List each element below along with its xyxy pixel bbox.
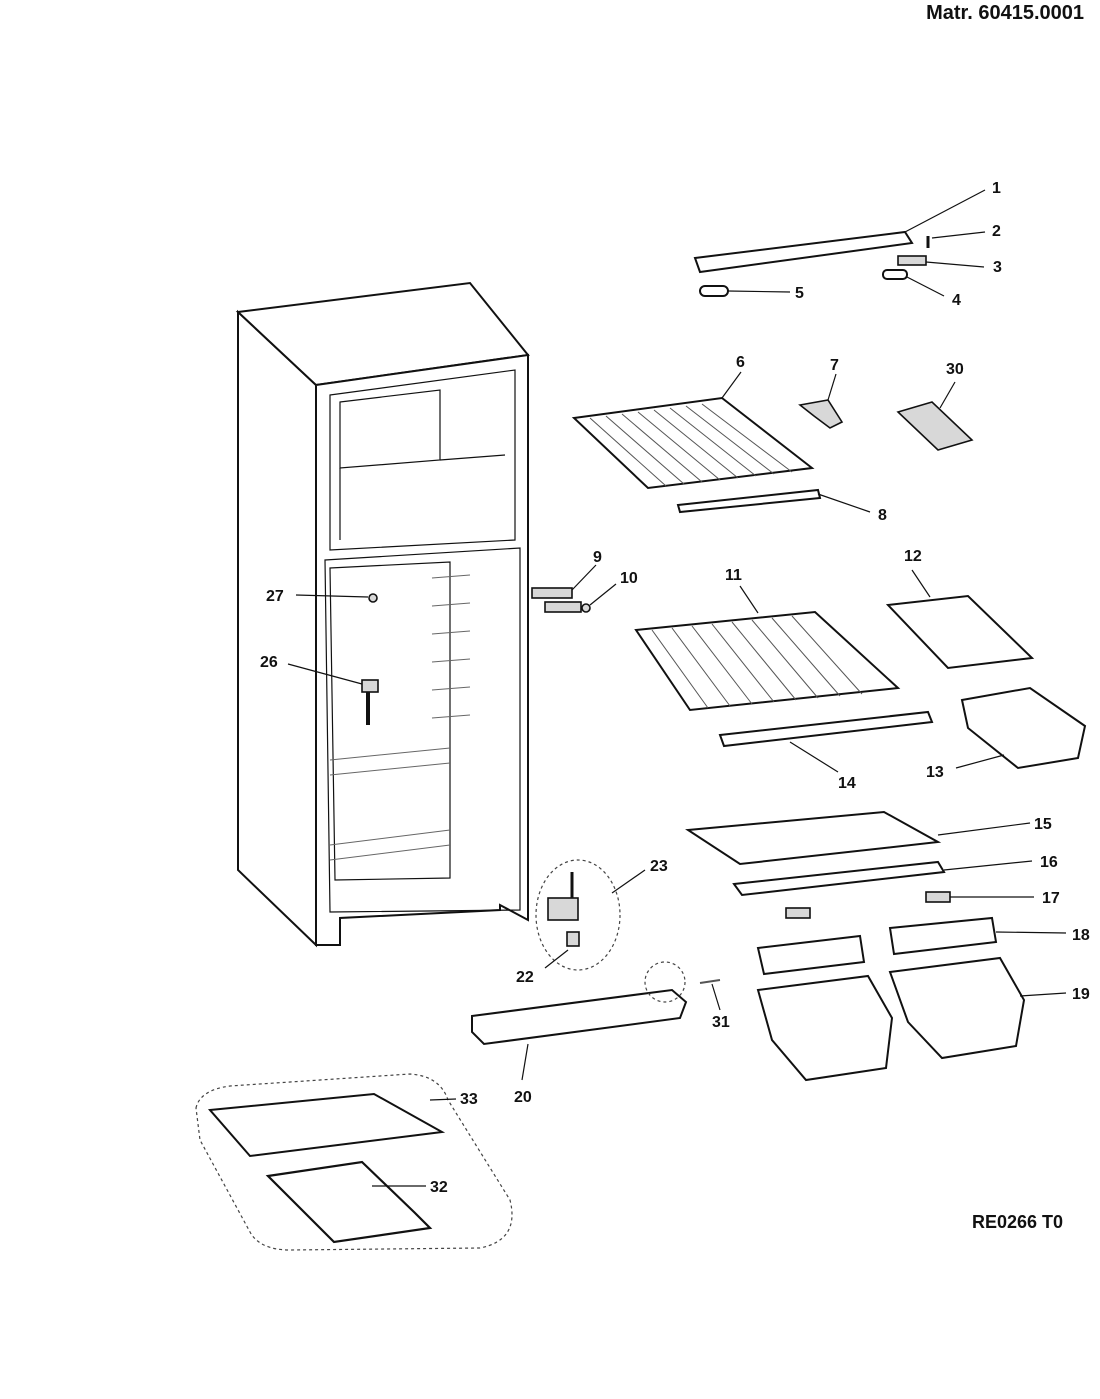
part-17-clip bbox=[785, 891, 1034, 919]
part-20-door-tray bbox=[471, 961, 688, 1081]
part-2-screw bbox=[926, 231, 986, 248]
part-31-spring bbox=[699, 979, 721, 1011]
part-4-plug bbox=[882, 269, 945, 297]
part-27-screw bbox=[295, 593, 378, 603]
callout-3: 3 bbox=[993, 259, 1002, 276]
drawing-code: RE0266 T0 bbox=[972, 1212, 1064, 1232]
callout-9: 9 bbox=[593, 549, 602, 566]
part-8-shelf-trim bbox=[676, 488, 871, 514]
part-7-ice-scoop bbox=[798, 373, 844, 429]
callout-18: 18 bbox=[1072, 927, 1090, 944]
part-13-bin bbox=[955, 686, 1087, 770]
callout-4: 4 bbox=[952, 292, 961, 309]
callout-19: 19 bbox=[1072, 986, 1090, 1003]
callout-30: 30 bbox=[946, 361, 964, 378]
callout-13: 13 bbox=[926, 764, 944, 781]
callout-11: 11 bbox=[725, 567, 742, 584]
part-10-hinge-pin bbox=[544, 583, 617, 613]
callout-16: 16 bbox=[1040, 854, 1058, 871]
callout-8: 8 bbox=[878, 507, 887, 524]
callout-1: 1 bbox=[992, 180, 1001, 197]
callout-12: 12 bbox=[904, 548, 922, 565]
callout-2: 2 bbox=[992, 223, 1001, 240]
part-23-bottom-hinge bbox=[535, 859, 646, 971]
part-1-top-cover bbox=[693, 189, 986, 274]
part-33-glass-plate bbox=[207, 1092, 457, 1158]
part-12-crisper-cover bbox=[885, 569, 1035, 670]
callout-labels: 1 2 3 4 5 6 7 8 9 10 11 12 13 14 15 16 1… bbox=[260, 180, 1090, 1196]
callout-23: 23 bbox=[650, 858, 668, 875]
callout-22: 22 bbox=[516, 969, 534, 986]
callout-17: 17 bbox=[1042, 890, 1060, 907]
part-5-plug bbox=[699, 285, 791, 297]
callout-6: 6 bbox=[736, 354, 745, 371]
callout-7: 7 bbox=[830, 357, 839, 374]
refrigerator-cabinet bbox=[235, 281, 530, 948]
part-15-glass-shelf bbox=[685, 810, 1031, 866]
part-22-hinge-bushing bbox=[544, 931, 580, 969]
part-3-bracket bbox=[897, 255, 985, 268]
part-30-ice-tray bbox=[896, 381, 974, 451]
callout-33: 33 bbox=[460, 1091, 478, 1108]
callout-5: 5 bbox=[795, 285, 804, 302]
part-19-crisper-drawer bbox=[756, 956, 1067, 1082]
callout-14: 14 bbox=[838, 775, 856, 792]
part-9-hinge bbox=[531, 564, 597, 599]
part-18-drawer-cover bbox=[756, 916, 1067, 976]
part-26-thermostat bbox=[287, 663, 379, 725]
callout-10: 10 bbox=[620, 570, 638, 587]
part-6-freezer-wire-shelf bbox=[571, 371, 815, 490]
callout-26: 26 bbox=[260, 654, 278, 671]
callout-15: 15 bbox=[1034, 816, 1052, 833]
callout-27: 27 bbox=[266, 588, 284, 605]
part-11-wire-shelf bbox=[634, 585, 901, 712]
material-number: Matr. 60415.0001 bbox=[926, 2, 1084, 24]
part-32-wire-rack bbox=[265, 1160, 433, 1244]
callout-32: 32 bbox=[430, 1179, 448, 1196]
part-14-shelf-trim bbox=[718, 710, 934, 773]
callout-20: 20 bbox=[514, 1089, 532, 1106]
part-16-shelf-frame bbox=[732, 860, 1033, 897]
callout-31: 31 bbox=[712, 1014, 730, 1031]
